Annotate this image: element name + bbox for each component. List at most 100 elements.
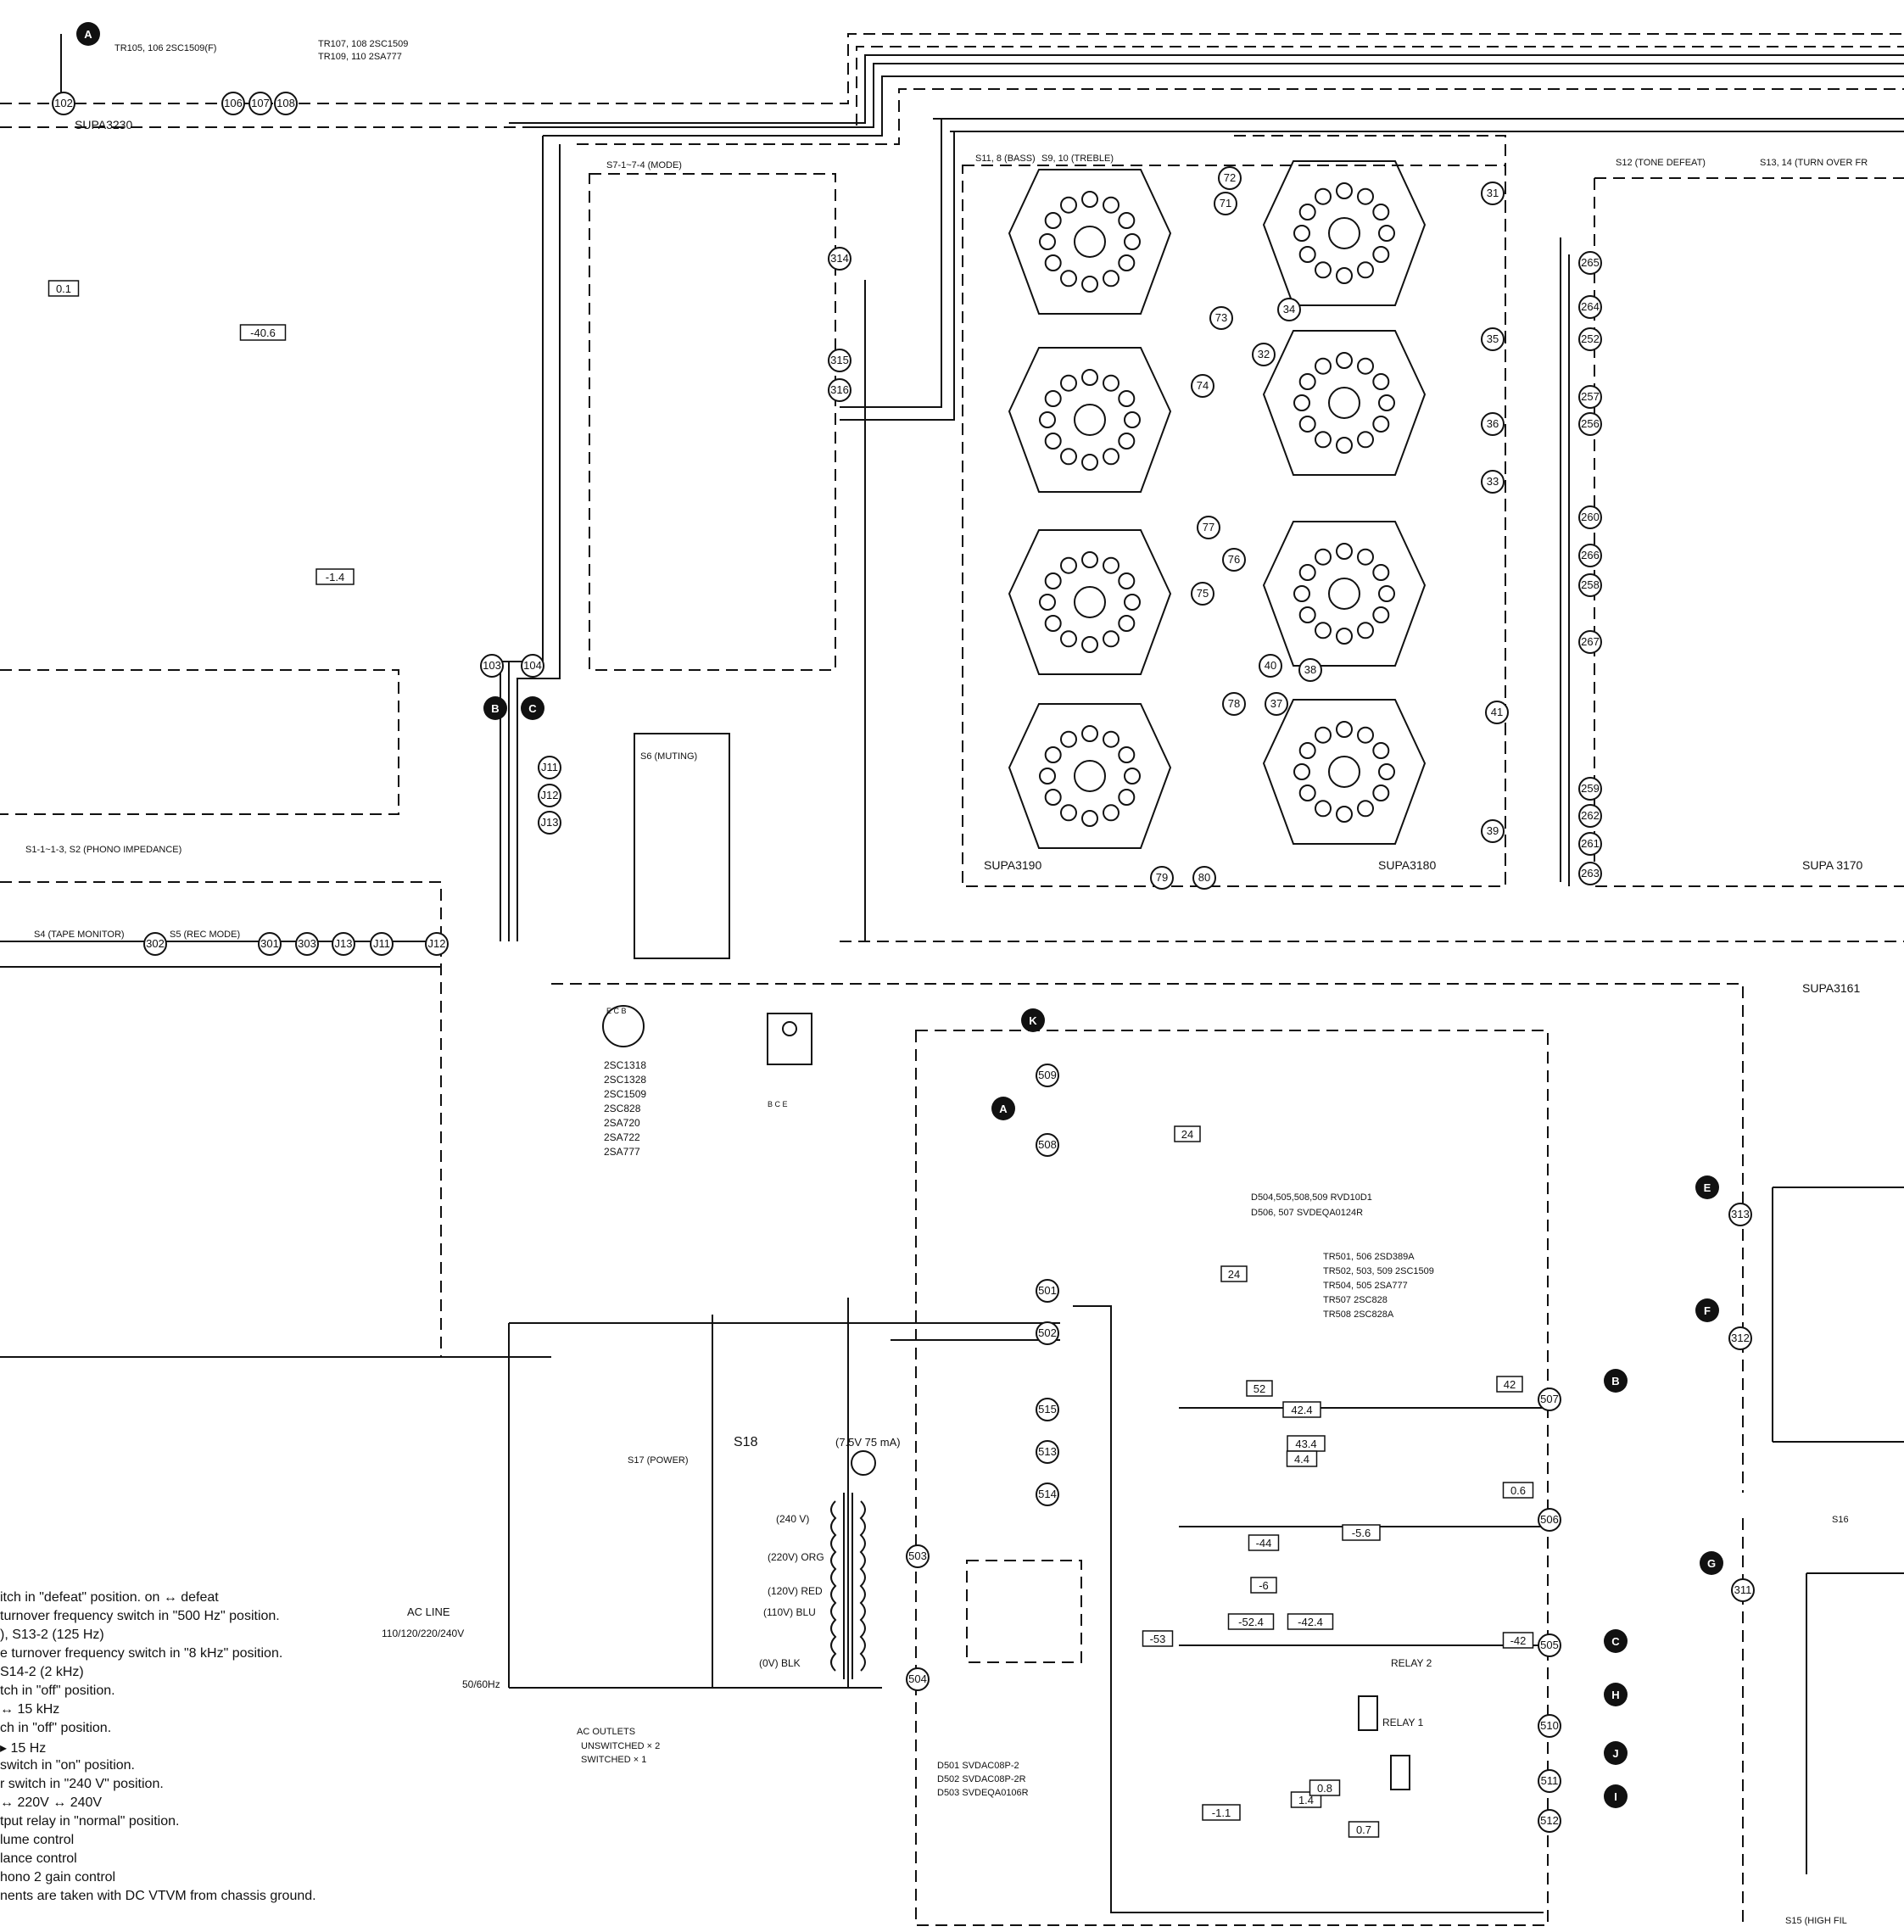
- node-circle: [1265, 692, 1288, 716]
- transistor-type: 2SC1318: [604, 1059, 646, 1071]
- voltage-value: 42: [1504, 1378, 1516, 1391]
- node-circle: [1214, 192, 1237, 215]
- node-circle: [1191, 374, 1214, 398]
- node-circle: [1192, 866, 1216, 890]
- node-circle: [1578, 832, 1602, 856]
- transistor-type: 2SA722: [604, 1131, 640, 1143]
- note-line: r switch in "240 V" position.: [0, 1777, 164, 1791]
- treble-label: S9, 10 (TREBLE): [1041, 154, 1114, 164]
- node-circle: [1036, 1279, 1059, 1303]
- node-circle: [1578, 295, 1602, 319]
- rotary-switch-wafer: [1262, 699, 1427, 845]
- transistor-type: 2SC828: [604, 1103, 641, 1114]
- node-circle: [1578, 385, 1602, 409]
- marker-badge: [991, 1097, 1015, 1120]
- node-label: J11: [541, 761, 558, 773]
- supa3180-box: [1234, 135, 1506, 886]
- node-label: 104: [523, 659, 542, 672]
- voltage-value: 0.7: [1356, 1823, 1371, 1836]
- voltage-box: [1142, 1630, 1174, 1647]
- marker-letter: B: [1611, 1375, 1619, 1388]
- node-label: 34: [1283, 303, 1295, 315]
- node-circle: [1728, 1203, 1752, 1226]
- supa3180-label: SUPA3180: [1378, 858, 1436, 872]
- marker-badge: [76, 22, 100, 46]
- node-label: 33: [1487, 475, 1499, 488]
- relay1-label: RELAY 1: [1382, 1717, 1424, 1728]
- node-circle: [906, 1544, 930, 1568]
- node-circle: [1481, 327, 1505, 351]
- node-circle: [1481, 181, 1505, 205]
- node-label: 32: [1258, 348, 1270, 360]
- node-label: 260: [1581, 511, 1600, 523]
- transistor-list: 2SC13182SC13282SC15092SC8282SA7202SA7222…: [604, 1059, 646, 1158]
- voltage-box: [1348, 1821, 1380, 1838]
- node-label: 502: [1038, 1326, 1057, 1339]
- voltage-value: -53: [1150, 1633, 1166, 1645]
- voltage-box: [1502, 1482, 1534, 1499]
- voltage-box: [1502, 1632, 1534, 1649]
- v110-label: (110V) BLU: [763, 1606, 816, 1618]
- node-label: 514: [1038, 1488, 1057, 1500]
- node-circle: [425, 932, 449, 956]
- node-circle: [1197, 516, 1220, 539]
- voltage-value: -5.6: [1352, 1527, 1371, 1539]
- marker-letter: F: [1704, 1304, 1711, 1317]
- note-line: ch in "off" position.: [0, 1721, 112, 1735]
- node-label: J12: [428, 937, 446, 950]
- node-circle: [1222, 548, 1246, 572]
- node-circle: [1252, 343, 1276, 366]
- mode-label: S7-1~7-4 (MODE): [606, 160, 682, 170]
- node-label: 73: [1215, 311, 1227, 324]
- node-circle: [1036, 1133, 1059, 1157]
- node-label: 503: [908, 1550, 927, 1562]
- node-circle: [1578, 327, 1602, 351]
- tr-spec-1: TR501, 506 2SD389A: [1323, 1252, 1415, 1262]
- tr-spec-2: TR502, 503, 509 2SC1509: [1323, 1266, 1434, 1276]
- note-line: itch in "defeat" position. on ↔ defeat: [0, 1590, 219, 1605]
- node-label: J11: [373, 937, 390, 950]
- node-circle: [1036, 1398, 1059, 1421]
- voltage-box: [1220, 1265, 1248, 1282]
- node-label: 267: [1581, 635, 1600, 648]
- note-line: ↔ 15 kHz: [0, 1702, 60, 1717]
- node-label: 106: [224, 97, 243, 109]
- tr-header-2a: TR107, 108 2SC1509: [318, 39, 408, 49]
- node-circle: [1578, 777, 1602, 801]
- node-circle: [1481, 412, 1505, 436]
- voltage-box: [47, 280, 80, 297]
- voltage-value: 1.4: [1298, 1794, 1314, 1806]
- v120-label: (120V) RED: [768, 1585, 823, 1597]
- node-label: 312: [1731, 1332, 1750, 1344]
- switched-label: SWITCHED × 1: [581, 1755, 646, 1765]
- node-circle: [1578, 505, 1602, 529]
- rotary-switch-wafer: [1262, 330, 1427, 476]
- voltage-box: [239, 324, 287, 341]
- note-line: ↔ 220V ↔ 240V: [0, 1795, 103, 1810]
- node-circle: [1222, 692, 1246, 716]
- node-circle: [1578, 412, 1602, 436]
- node-circle: [1538, 1769, 1561, 1793]
- node-circle: [248, 92, 272, 115]
- wiring: [0, 119, 1904, 1913]
- note-line: e turnover frequency switch in "8 kHz" p…: [0, 1646, 283, 1661]
- node-label: 259: [1581, 782, 1600, 795]
- rotary-switches: [1008, 160, 1427, 849]
- hz-label: 50/60Hz: [462, 1678, 500, 1690]
- voltage-box: [1248, 1534, 1280, 1551]
- rotary-switch-wafer: [1008, 169, 1172, 315]
- marker-letter: A: [999, 1103, 1008, 1115]
- node-label: 107: [251, 97, 270, 109]
- s15-label: S15 (HIGH FIL: [1785, 1916, 1847, 1926]
- node-circle: [1191, 582, 1214, 606]
- node-label: 504: [908, 1672, 927, 1685]
- node-label: 264: [1581, 300, 1600, 313]
- node-label: 257: [1581, 390, 1600, 403]
- supa3170-label: SUPA 3170: [1802, 858, 1863, 872]
- relay1-coil: [1390, 1755, 1410, 1790]
- voltage-box: [1287, 1613, 1334, 1630]
- node-label: 80: [1198, 871, 1210, 884]
- tr-spec-4: TR507 2SC828: [1323, 1295, 1388, 1305]
- muting-box: [634, 733, 730, 959]
- voltage-box: [1282, 1401, 1321, 1418]
